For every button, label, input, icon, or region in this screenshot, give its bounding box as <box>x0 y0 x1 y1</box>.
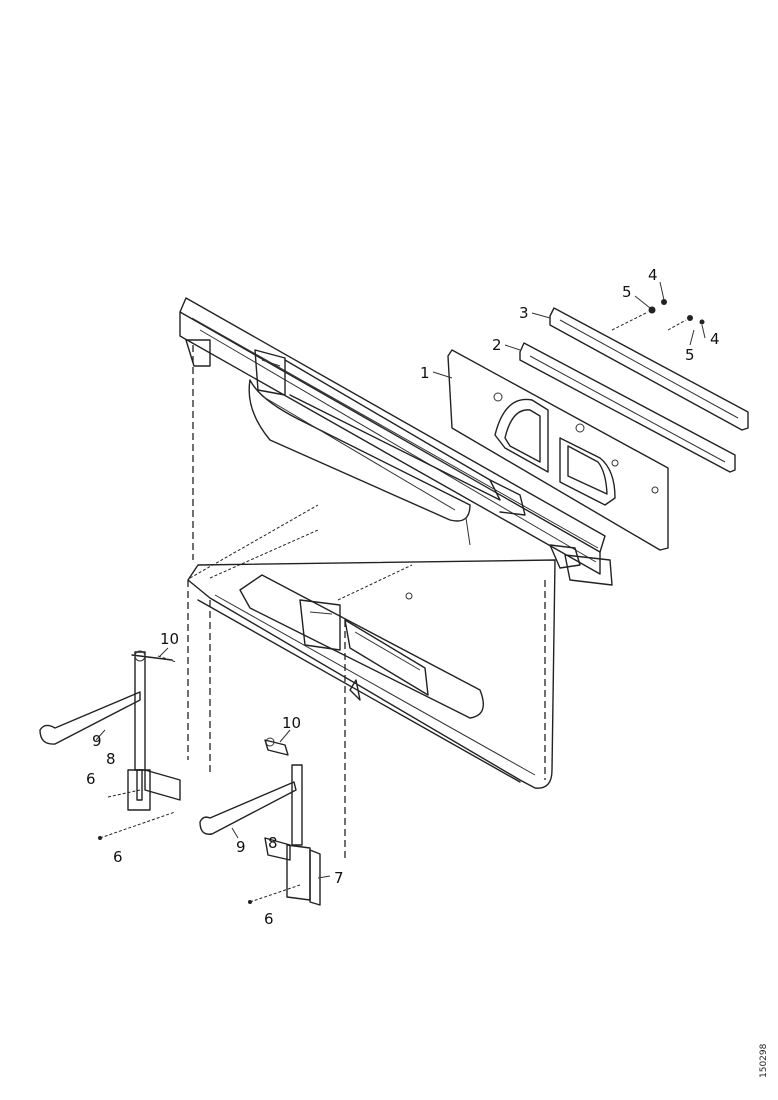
callout-5-top: 5 <box>622 283 632 301</box>
trim-panel <box>447 349 669 551</box>
callout-4-top: 4 <box>648 266 658 284</box>
trim-strip-lower <box>519 342 736 473</box>
callout-5-right: 5 <box>685 346 695 364</box>
left-strut-assembly <box>39 650 181 840</box>
lower-door-panel <box>187 559 556 789</box>
callout-10-left: 10 <box>160 630 179 648</box>
callout-1: 1 <box>420 364 430 382</box>
callout-10-right: 10 <box>282 714 301 732</box>
callout-6-left-lower: 6 <box>113 848 123 866</box>
upper-cross-member <box>179 297 613 586</box>
callout-7: 7 <box>334 869 344 887</box>
alignment-lines <box>187 345 546 860</box>
callout-labels: 1 2 3 4 4 5 5 10 10 9 9 8 8 6 6 6 7 <box>86 266 720 928</box>
callout-3: 3 <box>519 304 529 322</box>
callout-6-left-upper: 6 <box>86 770 96 788</box>
callout-9-right: 9 <box>236 838 246 856</box>
right-strut-assembly <box>199 737 321 906</box>
callout-2: 2 <box>492 336 502 354</box>
trim-strip-upper <box>549 307 749 431</box>
drawing-code: 150298 <box>759 1043 769 1078</box>
callout-8-right: 8 <box>268 834 278 852</box>
callout-8-left: 8 <box>106 750 116 768</box>
callout-9-left: 9 <box>92 732 102 750</box>
callout-6-right: 6 <box>264 910 274 928</box>
fasteners-top <box>611 299 705 331</box>
leader-lines <box>95 281 706 879</box>
callout-4-right: 4 <box>710 330 720 348</box>
